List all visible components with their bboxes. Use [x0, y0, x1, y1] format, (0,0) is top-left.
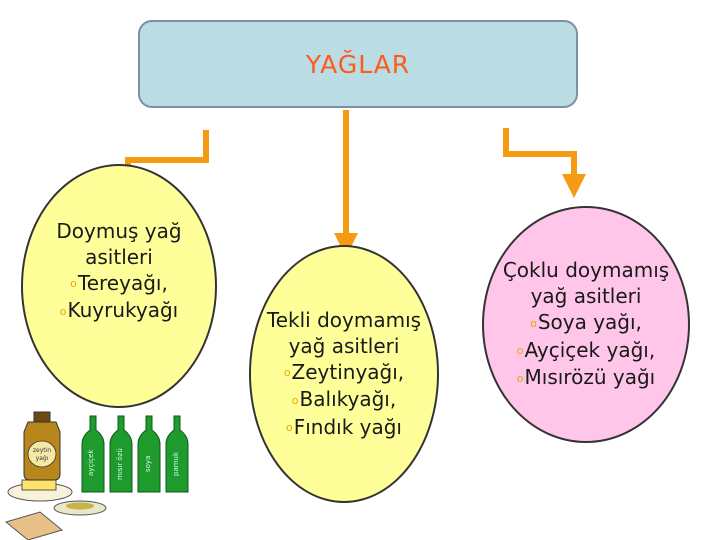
polyunsaturated-fat-circle: Çoklu doymamış yağ asitleri oSoya yağı, …: [482, 206, 690, 443]
bottle-icon: ayçiçek: [82, 416, 104, 492]
list-item: oBalıkyağı,: [292, 386, 396, 414]
list-item: oZeytinyağı,: [284, 359, 404, 387]
bottle-icon: mısır özü: [110, 416, 132, 492]
mono-heading-line-1: Tekli doymamış: [267, 307, 421, 333]
jar-label-line-1: zeytin: [33, 447, 51, 454]
list-item: oSoya yağı,: [530, 309, 642, 337]
saturated-heading-line-2: asitleri: [56, 244, 181, 270]
right-connector: [506, 128, 574, 186]
bullet-icon: o: [517, 366, 524, 392]
bullet-icon: o: [517, 338, 524, 364]
bottle-label: pamuk: [172, 451, 180, 476]
bullet-icon: o: [284, 360, 291, 386]
list-item: oMısırözü yağı: [517, 364, 655, 392]
bottle-icon: soya: [138, 416, 160, 492]
jar-label-line-2: yağı: [36, 455, 49, 462]
oil-products-illustration: zeytin yağı ayçiçek mısır özü soya pamuk: [0, 400, 210, 540]
olive-oil-jar-icon: zeytin yağı: [24, 412, 60, 480]
monounsaturated-fat-circle: Tekli doymamış yağ asitleri oZeytinyağı,…: [249, 245, 439, 503]
bottle-label: ayçiçek: [87, 449, 95, 476]
bullet-icon: o: [70, 271, 77, 297]
list-item: oTereyağı,: [56, 270, 181, 298]
list-item: oFındık yağı: [286, 414, 402, 442]
poly-heading-line-1: Çoklu doymamış: [503, 257, 669, 283]
bullet-icon: o: [286, 415, 293, 441]
list-item: oKuyrukyağı: [56, 297, 181, 325]
saturated-heading-line-1: Doymuş yağ: [56, 218, 181, 244]
butter-icon: [22, 480, 56, 490]
bottle-icon: pamuk: [166, 416, 188, 492]
bullet-icon: o: [292, 388, 299, 414]
board-icon: [6, 512, 62, 540]
bottle-label: mısır özü: [116, 448, 124, 480]
list-item: oAyçiçek yağı,: [517, 337, 655, 365]
bullet-icon: o: [530, 311, 537, 337]
poly-heading-line-2: yağ asitleri: [531, 283, 642, 309]
bottle-label: soya: [144, 456, 152, 472]
bullet-icon: o: [60, 299, 67, 325]
mono-heading-line-2: yağ asitleri: [289, 333, 400, 359]
saturated-fat-circle: Doymuş yağ asitleri oTereyağı, oKuyrukya…: [21, 164, 217, 408]
